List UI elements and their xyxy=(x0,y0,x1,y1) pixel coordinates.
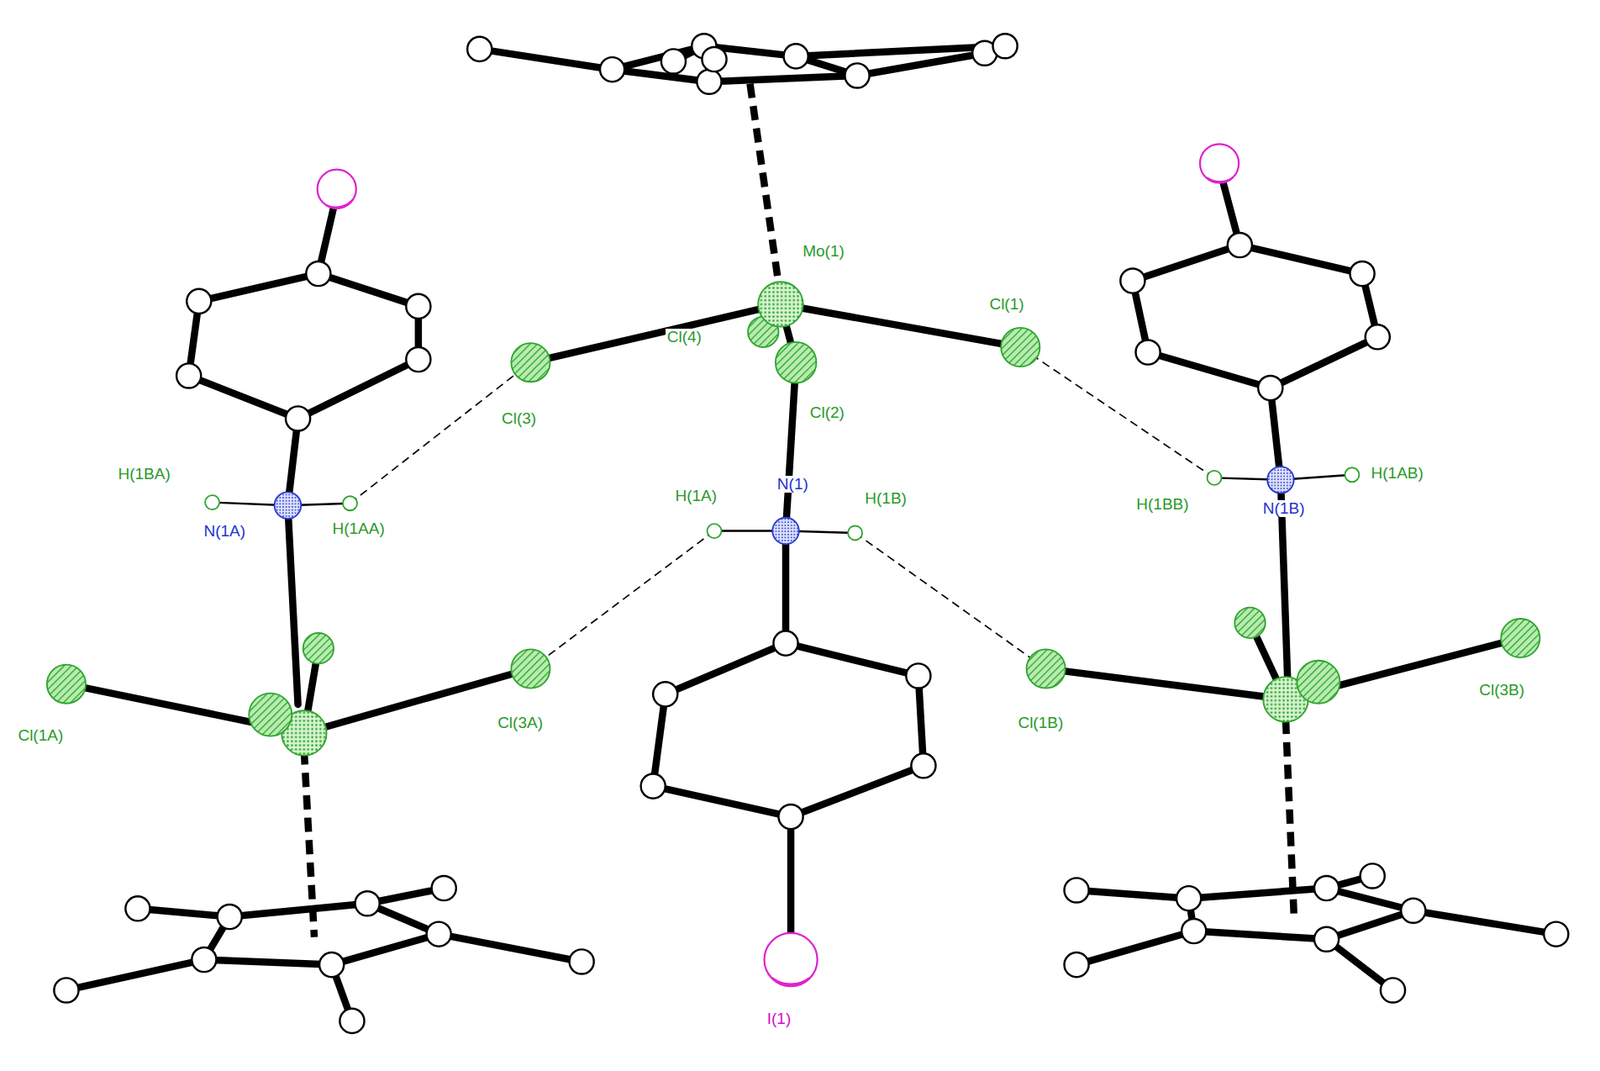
atom-label: H(1BB) xyxy=(1134,495,1190,513)
atom-label: N(1) xyxy=(775,475,811,493)
chlorine-atoms xyxy=(47,316,1541,704)
hydrogen-bonds xyxy=(350,347,1216,669)
atom-label: Cl(1) xyxy=(987,295,1026,313)
molybdenum-atoms xyxy=(281,281,1309,755)
atom-label: Mo(1) xyxy=(800,242,847,260)
atom-label: H(1A) xyxy=(673,487,719,505)
carbon-atoms xyxy=(53,33,1569,1033)
atom-label: N(1A) xyxy=(201,522,248,540)
atom-label: Cl(3B) xyxy=(1477,681,1527,699)
atom-label: N(1B) xyxy=(1261,500,1307,517)
centroid-bonds xyxy=(304,84,1295,937)
atom-label: H(1AA) xyxy=(330,520,386,537)
bonds xyxy=(66,46,1557,1022)
atom-label: I(1) xyxy=(765,1010,794,1027)
nitrogen-atoms xyxy=(274,466,1295,544)
atom-label: Cl(1A) xyxy=(15,726,65,744)
atom-label: Cl(1B) xyxy=(1015,714,1065,732)
atom-label: Cl(2) xyxy=(808,404,847,422)
chlorine-atoms-front xyxy=(248,660,1340,737)
atom-label: H(1B) xyxy=(863,489,909,507)
atom-label: Cl(3A) xyxy=(495,714,545,732)
atom-label: Cl(3) xyxy=(500,410,538,427)
atom-label: Cl(4) xyxy=(665,328,704,346)
iodine-atoms xyxy=(317,143,1240,986)
atom-label: H(1AB) xyxy=(1369,464,1426,482)
atom-label: H(1BA) xyxy=(115,465,172,483)
